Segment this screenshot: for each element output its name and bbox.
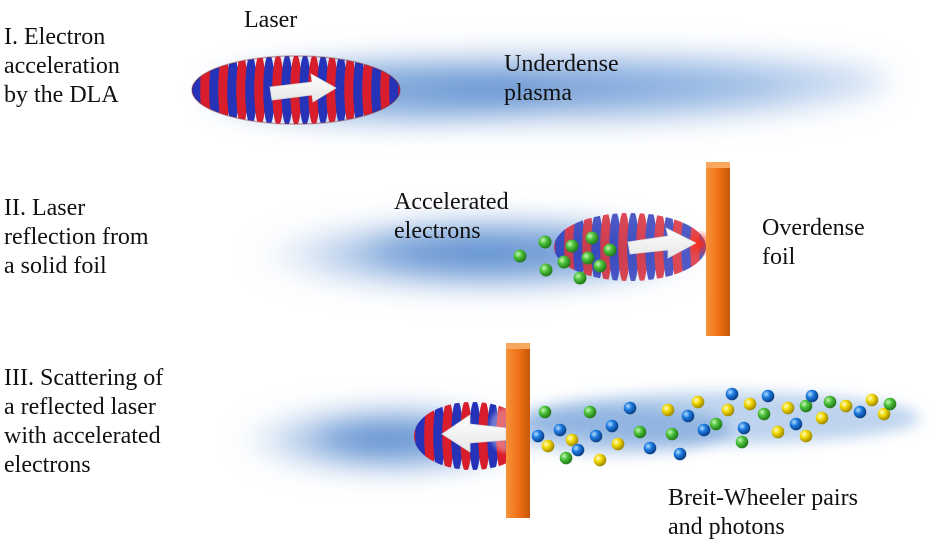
stage-2-title: II. Laser reflection from a solid foil	[4, 195, 149, 279]
particle	[643, 441, 657, 455]
accelerated-electrons-label: Accelerated electrons	[394, 189, 509, 244]
particle	[883, 397, 897, 411]
particle	[743, 397, 757, 411]
particle	[771, 425, 785, 439]
particle	[661, 403, 675, 417]
particle	[589, 429, 603, 443]
particle	[603, 243, 617, 257]
particle	[789, 417, 803, 431]
particle	[633, 425, 647, 439]
particle	[623, 401, 637, 415]
particle	[761, 389, 775, 403]
particle	[805, 389, 819, 403]
particle	[541, 439, 555, 453]
stage-2-overdense-foil	[706, 162, 730, 336]
particle	[593, 453, 607, 467]
particle	[513, 249, 527, 263]
particle	[539, 263, 553, 277]
particle	[531, 429, 545, 443]
particle	[815, 411, 829, 425]
particle	[573, 271, 587, 285]
particle	[665, 427, 679, 441]
stage-3-particle-cloud	[531, 387, 897, 467]
particle	[611, 437, 625, 451]
particle	[853, 405, 867, 419]
particle	[839, 399, 853, 413]
particle	[725, 387, 739, 401]
particle	[757, 407, 771, 421]
particle	[735, 435, 749, 449]
particle	[605, 419, 619, 433]
particle	[799, 399, 813, 413]
particle	[865, 393, 879, 407]
particle	[553, 423, 567, 437]
particle	[571, 443, 585, 457]
particle	[737, 421, 751, 435]
stage-1-arrow-icon	[269, 73, 337, 103]
stage-2-arrow-icon	[627, 227, 697, 259]
particle	[585, 231, 599, 245]
particle	[538, 405, 552, 419]
particle	[709, 417, 723, 431]
particle	[565, 239, 579, 253]
underdense-plasma-label: Underdense plasma	[504, 51, 619, 106]
breit-wheeler-label: Breit-Wheeler pairs and photons	[668, 485, 858, 540]
particle	[581, 251, 595, 265]
particle	[691, 395, 705, 409]
particle	[823, 395, 837, 409]
stage-3-arrow-icon	[441, 414, 507, 453]
particle	[799, 429, 813, 443]
particle	[673, 447, 687, 461]
particle	[781, 401, 795, 415]
particle	[538, 235, 552, 249]
stage-3-title: III. Scattering of a reflected laser wit…	[4, 365, 164, 478]
particle	[681, 409, 695, 423]
particle	[697, 423, 711, 437]
laser-label: Laser	[244, 7, 298, 33]
particle	[559, 451, 573, 465]
overdense-foil-label: Overdense foil	[762, 215, 865, 270]
stage-1-laser-pulse	[191, 55, 401, 125]
particle	[565, 433, 579, 447]
stage-3-particle-plume	[510, 392, 920, 454]
particle	[877, 407, 891, 421]
particle	[557, 255, 571, 269]
particle	[583, 405, 597, 419]
stage-1-title: I. Electron acceleration by the DLA	[4, 24, 120, 108]
stage-2-electron-cluster	[513, 231, 617, 285]
particle	[721, 403, 735, 417]
particle	[593, 259, 607, 273]
stage-3-foil	[506, 343, 530, 518]
